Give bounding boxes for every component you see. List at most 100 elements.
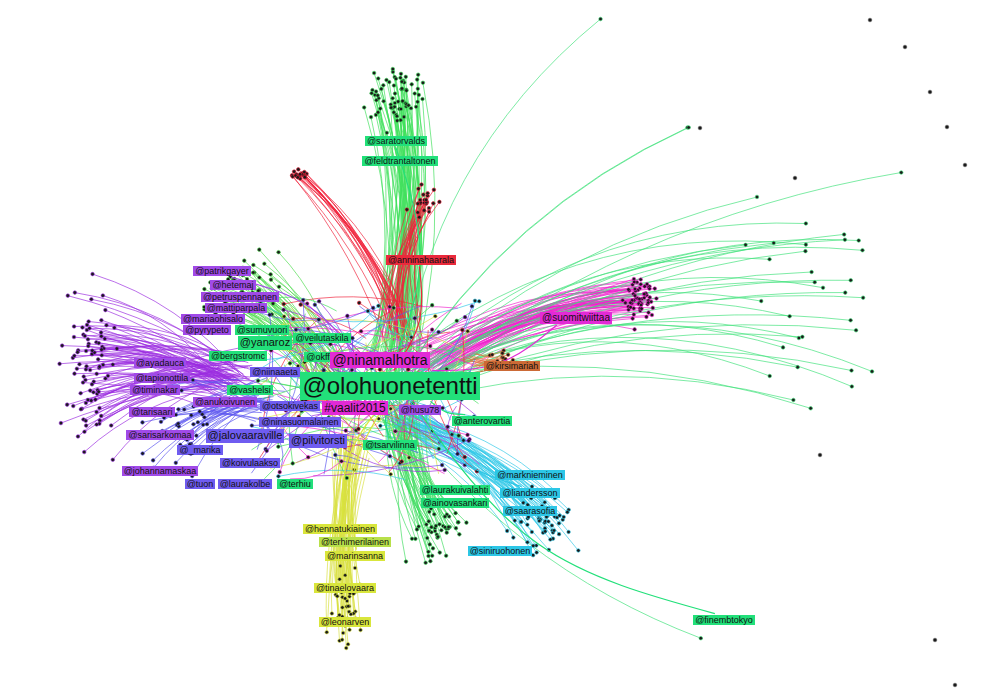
- network-dot: [85, 364, 89, 368]
- network-curve: [408, 240, 845, 378]
- network-dot: [84, 424, 88, 428]
- label-text: @bergstromc: [211, 351, 265, 361]
- label-text: @pilvitorsti: [291, 434, 345, 446]
- network-dot: [301, 298, 305, 302]
- network-curve: [405, 406, 563, 517]
- account-label: @ayadauca: [134, 358, 186, 369]
- network-dot: [413, 316, 417, 320]
- network-dot: [101, 294, 105, 298]
- network-dot: [250, 424, 254, 428]
- account-label: @tinaelovaara: [314, 583, 376, 594]
- network-curve: [290, 461, 341, 479]
- network-dot: [440, 463, 444, 467]
- network-dot: [72, 325, 76, 329]
- network-dot: [257, 248, 261, 252]
- network-dot: [899, 171, 903, 175]
- network-dot: [422, 209, 426, 213]
- network-dot: [351, 336, 355, 340]
- network-dot: [414, 105, 418, 109]
- account-label: @ninamalhotra: [330, 352, 429, 369]
- network-dot: [490, 353, 494, 357]
- network-dot: [810, 270, 814, 274]
- network-dot: [638, 297, 642, 301]
- network-dot: [71, 404, 75, 408]
- network-dot: [91, 272, 95, 276]
- network-dot: [380, 87, 384, 91]
- network-dot: [420, 183, 424, 187]
- network-curve: [402, 128, 687, 378]
- network-dot: [338, 577, 342, 581]
- network-dot: [430, 525, 434, 529]
- network-dot: [393, 92, 397, 96]
- network-dot: [642, 292, 646, 296]
- network-dot: [446, 425, 450, 429]
- network-curve: [303, 174, 407, 323]
- network-curve: [377, 241, 806, 380]
- network-dot: [341, 631, 345, 635]
- network-dot: [629, 301, 633, 305]
- network-dot: [416, 211, 420, 215]
- network-dot: [428, 543, 432, 547]
- network-dot: [416, 100, 420, 104]
- network-dot: [205, 422, 209, 426]
- network-dot: [88, 326, 92, 330]
- network-dot: [547, 520, 551, 524]
- network-dot: [653, 287, 657, 291]
- network-dot: [438, 551, 442, 555]
- network-dot: [85, 323, 89, 327]
- network-dot: [379, 424, 383, 428]
- network-dot: [788, 314, 792, 318]
- network-dot: [306, 327, 310, 331]
- network-dot: [801, 335, 805, 339]
- network-dot: [73, 291, 77, 295]
- account-label: @anterovartia: [452, 416, 513, 427]
- label-text: @kirsimariah: [486, 361, 539, 371]
- network-dot: [81, 326, 85, 330]
- network-dot: [372, 71, 376, 75]
- network-dot: [744, 243, 748, 247]
- network-dot: [405, 208, 409, 212]
- network-dot: [84, 349, 88, 353]
- network-dot: [772, 241, 776, 245]
- account-label: @marinsanna: [325, 551, 385, 562]
- network-dot: [809, 407, 813, 411]
- network-dot: [404, 75, 408, 79]
- account-label: @mattiparpala: [205, 303, 268, 314]
- network-dot: [537, 519, 541, 523]
- network-dot: [392, 111, 396, 115]
- network-dot: [90, 297, 94, 301]
- network-dot: [87, 320, 91, 324]
- network-dot: [698, 126, 702, 130]
- account-label: @pyrypeto: [183, 325, 231, 336]
- network-dot: [849, 278, 853, 282]
- network-dot: [201, 423, 205, 427]
- network-dot: [382, 84, 386, 88]
- label-text: @saratorvalds: [367, 136, 425, 146]
- network-dot: [99, 331, 103, 335]
- label-text: @marknieminen: [497, 470, 563, 480]
- network-dot: [640, 307, 644, 311]
- account-label: @sumuvuori: [235, 325, 290, 336]
- network-dot: [455, 319, 459, 323]
- label-text: @tuon: [187, 479, 214, 489]
- network-dot: [256, 379, 260, 383]
- label-text: @vashelsi: [229, 385, 271, 395]
- network-dot: [73, 354, 77, 358]
- network-dot: [526, 540, 530, 544]
- network-dot: [426, 191, 430, 195]
- network-dot: [391, 96, 395, 100]
- hub-label: @olohuonetentti: [300, 372, 479, 401]
- network-dot: [90, 383, 94, 387]
- network-dot: [759, 299, 763, 303]
- account-label: @jalovaaraville: [206, 429, 285, 442]
- network-dot: [430, 554, 434, 558]
- network-dot: [82, 450, 86, 454]
- label-text: @feldtrantaltonen: [364, 156, 435, 166]
- network-dot: [436, 535, 440, 539]
- network-dot: [325, 630, 329, 634]
- label-text: @yanaroz: [240, 336, 290, 348]
- network-dot: [182, 408, 186, 412]
- network-dot: [282, 315, 286, 319]
- label-text: @koivulaakso: [222, 458, 278, 468]
- account-label: @ainovasankari: [421, 498, 490, 509]
